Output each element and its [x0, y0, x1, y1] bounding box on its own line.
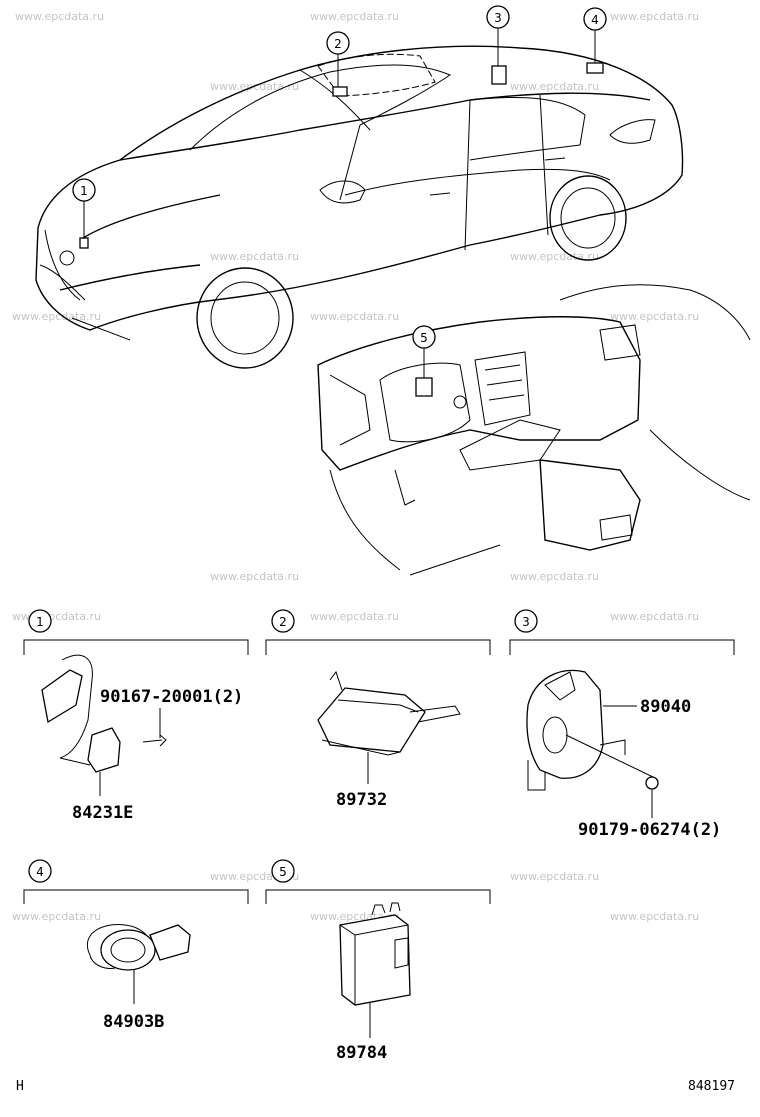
footer: H 848197: [16, 1079, 735, 1094]
panel-5-part-number: 89784: [336, 1043, 387, 1063]
panel-4-number: 4: [36, 865, 44, 879]
watermark: www.epcdata.ru: [12, 610, 101, 623]
panel-2: 2 89732: [265, 609, 491, 810]
watermark: www.epcdata.ru: [510, 570, 599, 583]
callout-label-1: 1: [80, 184, 88, 198]
callout-2: [326, 31, 350, 55]
watermark: www.epcdata.ru: [610, 310, 699, 323]
panel-3-number: 3: [522, 615, 530, 629]
panel-1-part-number: 84231E: [72, 803, 133, 823]
watermark: www.epcdata.ru: [210, 570, 299, 583]
panel-3-fastener-number: 90179-06274(2): [578, 820, 721, 840]
watermark: www.epcdata.ru: [610, 910, 699, 923]
panel-2-number-badge: [271, 609, 295, 633]
watermark: www.epcdata.ru: [12, 910, 101, 923]
watermark: www.epcdata.ru: [210, 250, 299, 263]
interior-illustration: [317, 284, 751, 576]
panel-4-part-number: 84903B: [103, 1012, 164, 1032]
panel-4: 4 84903B: [23, 859, 249, 1032]
panel-4-number-badge: [28, 859, 52, 883]
panel-5: 5 89784: [265, 859, 491, 1063]
figure-number: 848197: [688, 1079, 735, 1094]
panel-3-number-badge: [514, 609, 538, 633]
watermark: www.epcdata.ru: [310, 10, 399, 23]
panel-3: 3 89040 90179-06274(2): [509, 609, 735, 840]
panel-1-number-badge: [28, 609, 52, 633]
callout-1: [72, 178, 96, 202]
watermark: www.epcdata.ru: [610, 10, 699, 23]
panel-1: 1 90167-20001(2) 84231E: [23, 609, 249, 823]
panel-2-part-number: 89732: [336, 790, 387, 810]
watermark: www.epcdata.ru: [310, 310, 399, 323]
callout-4: [583, 7, 607, 31]
callout-3: [486, 5, 510, 29]
callout-label-5: 5: [420, 331, 428, 345]
watermark: www.epcdata.ru: [15, 10, 104, 23]
callout-label-2: 2: [334, 37, 342, 51]
car-illustration: [35, 45, 684, 369]
watermark: www.epcdata.ru: [610, 610, 699, 623]
panel-1-fastener-number: 90167-20001(2): [100, 687, 243, 707]
watermark: www.epcdata.ru: [12, 310, 101, 323]
watermark: www.epcdata.ru: [310, 610, 399, 623]
panel-2-number: 2: [279, 615, 287, 629]
panel-5-number: 5: [279, 865, 287, 879]
panel-5-number-badge: [271, 859, 295, 883]
watermark: www.epcdata.ru: [510, 250, 599, 263]
callout-5: [412, 325, 436, 349]
watermark: www.epcdata.ru: [510, 80, 599, 93]
watermark: www.epcdata.ru: [510, 870, 599, 883]
panel-3-part-number: 89040: [640, 697, 691, 717]
callout-label-4: 4: [591, 13, 599, 27]
footer-left-code: H: [16, 1079, 24, 1094]
panel-1-number: 1: [36, 615, 44, 629]
overview-callouts: 1 2 3 4 5: [72, 5, 607, 378]
callout-label-3: 3: [494, 11, 502, 25]
